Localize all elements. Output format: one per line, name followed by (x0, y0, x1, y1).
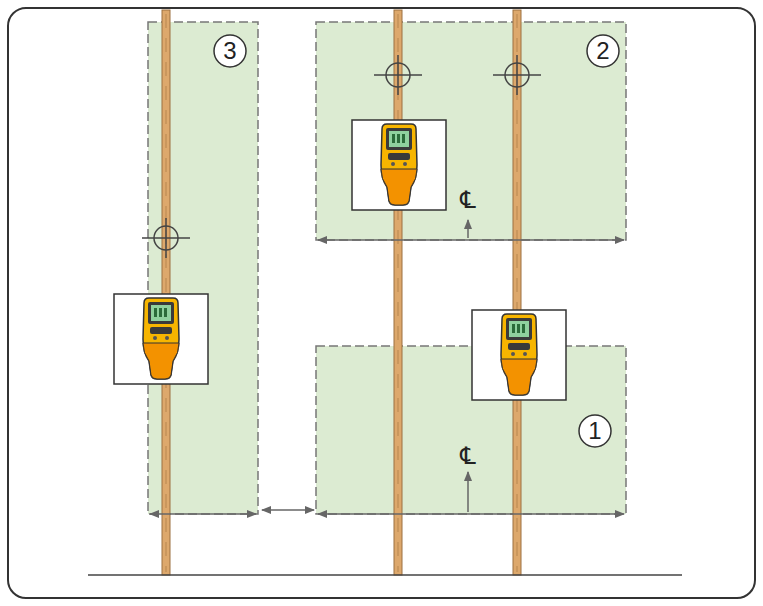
callout-number: 3 (223, 39, 236, 63)
centerline-symbol: ℄ (460, 444, 475, 468)
callout-number: 1 (588, 419, 601, 443)
centerline-symbol: ℄ (460, 188, 475, 212)
callout-number: 2 (596, 39, 609, 63)
